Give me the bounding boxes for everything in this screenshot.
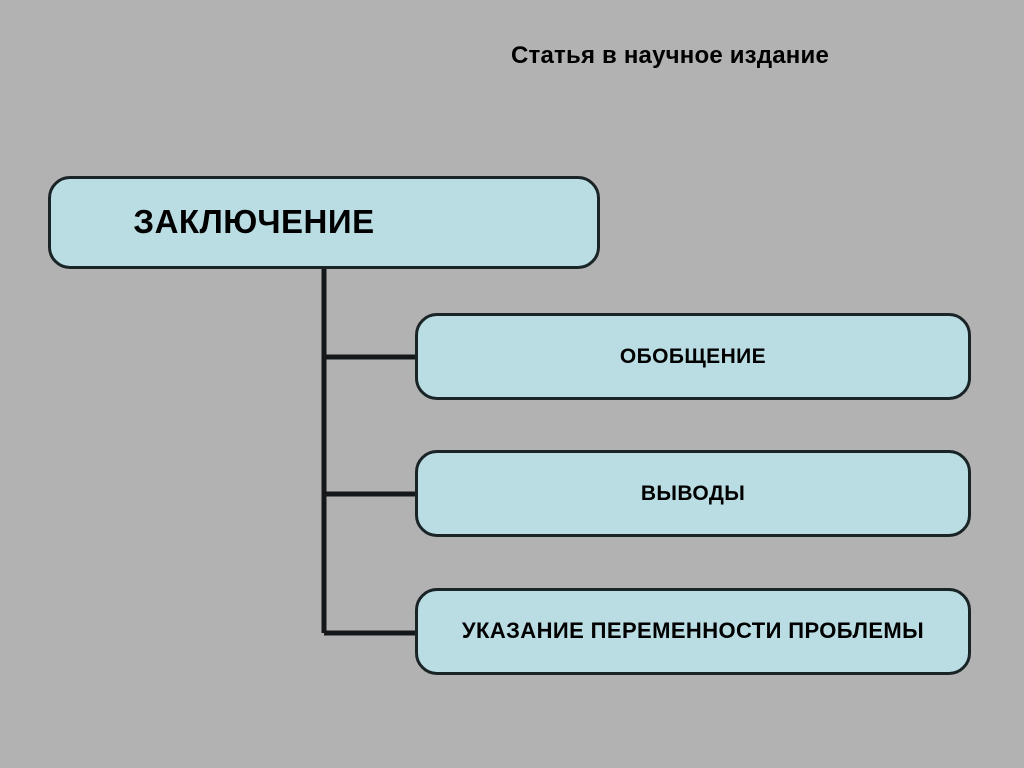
node-root-zaklyuchenie[interactable]: ЗАКЛЮЧЕНИЕ [48, 176, 600, 269]
node-child-1-label: ОБОБЩЕНИЕ [619, 344, 767, 368]
node-child-3-label: УКАЗАНИЕ ПЕРЕМЕННОСТИ ПРОБЛЕМЫ [461, 618, 925, 644]
node-child-vyvody[interactable]: ВЫВОДЫ [415, 450, 971, 537]
node-child-2-label: ВЫВОДЫ [640, 481, 746, 505]
node-child-obobshchenie[interactable]: ОБОБЩЕНИЕ [415, 313, 971, 400]
node-child-ukazanie-peremennosti-problemy[interactable]: УКАЗАНИЕ ПЕРЕМЕННОСТИ ПРОБЛЕМЫ [415, 588, 971, 675]
page-title: Статья в научное издание [511, 42, 829, 69]
node-root-label: ЗАКЛЮЧЕНИЕ [133, 203, 375, 241]
